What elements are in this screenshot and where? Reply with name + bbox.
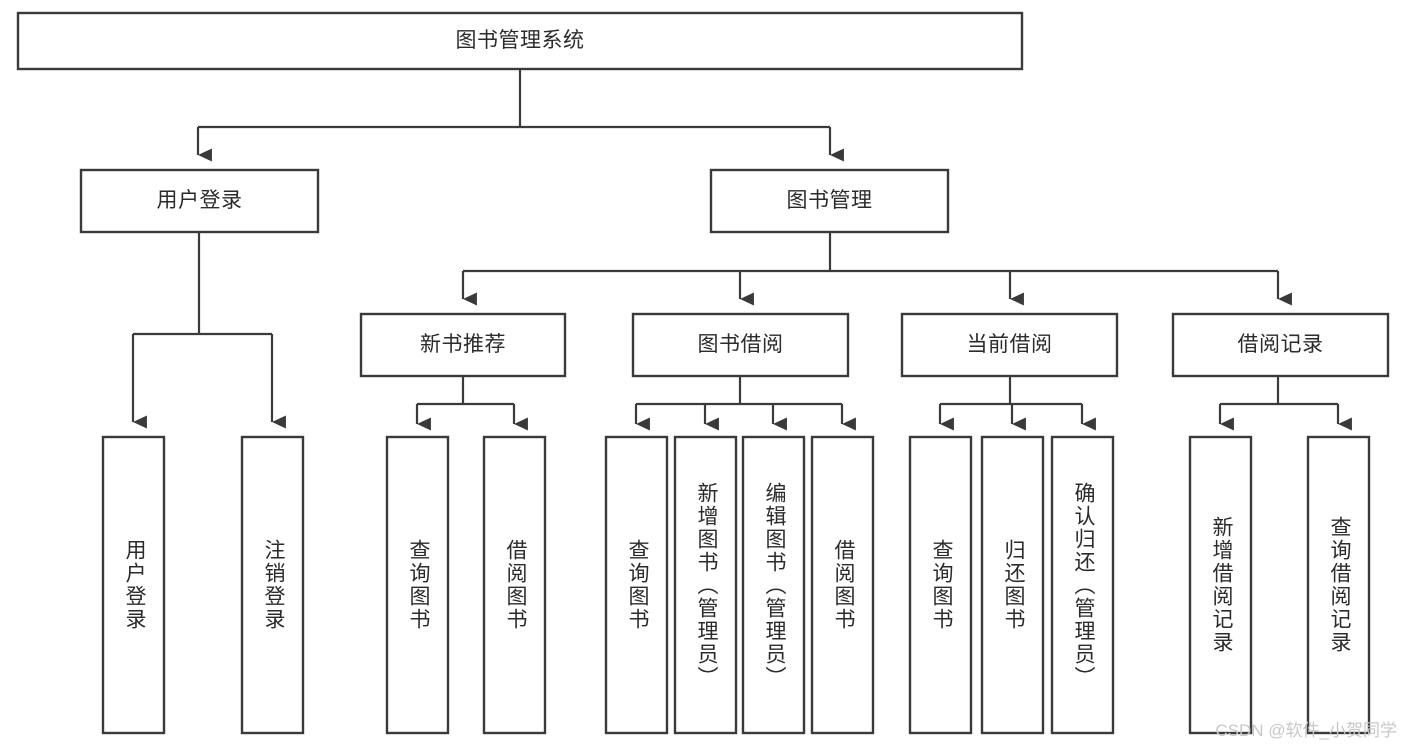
node-box-leaf-edit-book [741, 435, 806, 735]
node-box-leaf-borrow-book [810, 435, 875, 735]
node-box-leaf-query-book-borrow [604, 435, 669, 735]
node-box-new-book-recommend [359, 312, 567, 378]
node-box-book-borrow [631, 312, 850, 378]
node-box-borrow-record [1171, 312, 1390, 378]
node-box-user-login [79, 168, 320, 234]
node-box-current-borrow [900, 312, 1119, 378]
node-boxes [16, 11, 1390, 735]
csdn-watermark: CSDN @软件_小贺同学 [1215, 721, 1397, 740]
edges-borrow-record-to-leaves [1218, 376, 1352, 431]
node-box-leaf-borrow-book-rec [482, 435, 547, 735]
node-box-leaf-query-book-current [908, 435, 973, 735]
edges-new-book-recommend-to-leaves [415, 376, 528, 431]
node-box-leaf-query-book-rec [385, 435, 450, 735]
node-box-leaf-add-record [1188, 435, 1253, 735]
node-box-leaf-logout [240, 435, 305, 735]
edges-user-login-to-leaves [131, 232, 286, 429]
node-box-leaf-return-book [980, 435, 1045, 735]
edges-book-borrow-to-leaves [634, 376, 856, 431]
edges-book-manage-to-level2 [461, 232, 1292, 306]
edges-current-borrow-to-leaves [938, 376, 1096, 431]
node-box-book-manage [709, 168, 950, 234]
edges-root-to-level1 [196, 69, 844, 162]
node-box-leaf-query-record [1306, 435, 1371, 735]
node-box-leaf-add-book [673, 435, 738, 735]
node-box-root [16, 11, 1024, 71]
node-box-leaf-user-login [101, 435, 166, 735]
node-box-leaf-confirm-return [1050, 435, 1115, 735]
